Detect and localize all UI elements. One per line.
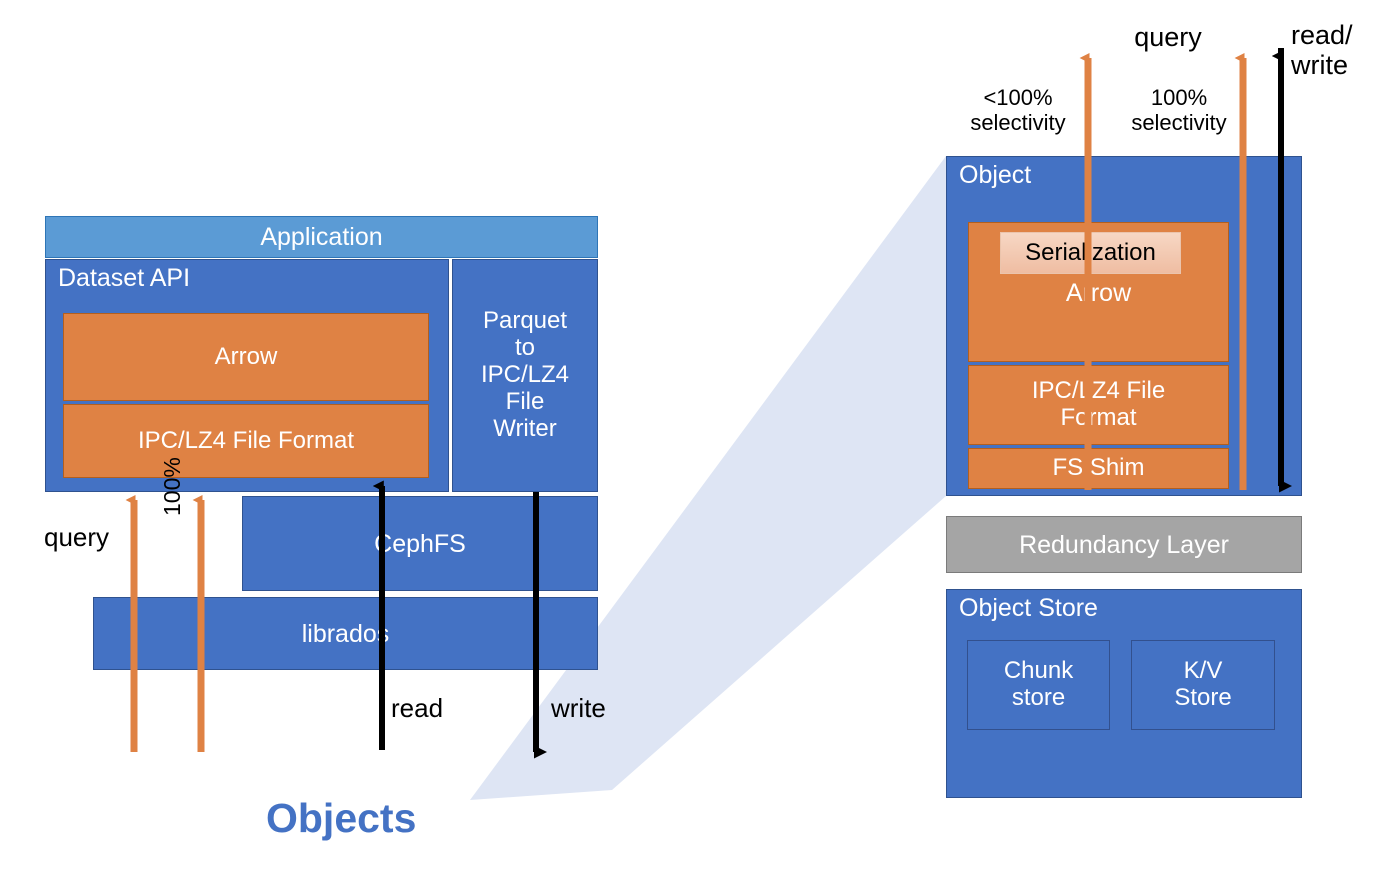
- librados-label: librados: [301, 619, 390, 648]
- left-100-percent-label: 100%: [159, 457, 185, 516]
- parquet-writer-label: Parquet to IPC/LZ4 File Writer: [480, 307, 570, 442]
- chunk-store-box[interactable]: Chunk store: [967, 640, 1110, 730]
- dataset-api-label: Dataset API: [58, 264, 191, 292]
- object-label: Object: [959, 161, 1032, 189]
- parquet-writer-box[interactable]: Parquet to IPC/LZ4 File Writer: [452, 259, 598, 492]
- arrow-box-left[interactable]: Arrow: [63, 313, 429, 401]
- kv-store-box[interactable]: K/V Store: [1131, 640, 1275, 730]
- serialization-label: Serialization: [1025, 238, 1156, 266]
- fs-shim-label: FS Shim: [1052, 454, 1145, 482]
- right-lt100-selectivity-label: <100% selectivity: [970, 85, 1066, 135]
- right-100-selectivity-label: 100% selectivity: [1131, 85, 1227, 135]
- ipc-lz4-file-format-box-left[interactable]: IPC/LZ4 File Format: [63, 404, 429, 478]
- left-query-label: query: [44, 522, 110, 552]
- ipc-lz4-label-left: IPC/LZ4 File Format: [137, 426, 355, 454]
- cephfs-label: CephFS: [374, 529, 466, 558]
- kv-store-label: K/V Store: [1174, 657, 1232, 711]
- right-query-label: query: [1134, 22, 1202, 52]
- ipc-lz4-label-right: IPC/LZ4 File Format: [1031, 377, 1166, 431]
- ipc-lz4-file-format-box-right[interactable]: IPC/LZ4 File Format: [968, 365, 1229, 445]
- fs-shim-box[interactable]: FS Shim: [968, 448, 1229, 489]
- serialization-box[interactable]: Serialization: [1000, 232, 1181, 274]
- librados-box[interactable]: librados: [93, 597, 598, 670]
- arrow-label-left: Arrow: [214, 342, 278, 370]
- redundancy-layer-box[interactable]: Redundancy Layer: [946, 516, 1302, 573]
- object-store-label: Object Store: [959, 594, 1098, 622]
- chunk-store-label: Chunk store: [1003, 657, 1074, 711]
- arrow-label-right: Arrow: [1065, 279, 1132, 307]
- left-write-label: write: [551, 693, 606, 723]
- cephfs-box[interactable]: CephFS: [242, 496, 598, 591]
- application-box[interactable]: Application: [45, 216, 598, 258]
- objects-caption: Objects: [266, 795, 417, 841]
- left-read-label: read: [391, 693, 444, 723]
- application-label: Application: [260, 223, 383, 251]
- right-read-write-label: read/ write: [1291, 20, 1353, 81]
- redundancy-layer-label: Redundancy Layer: [1019, 530, 1229, 559]
